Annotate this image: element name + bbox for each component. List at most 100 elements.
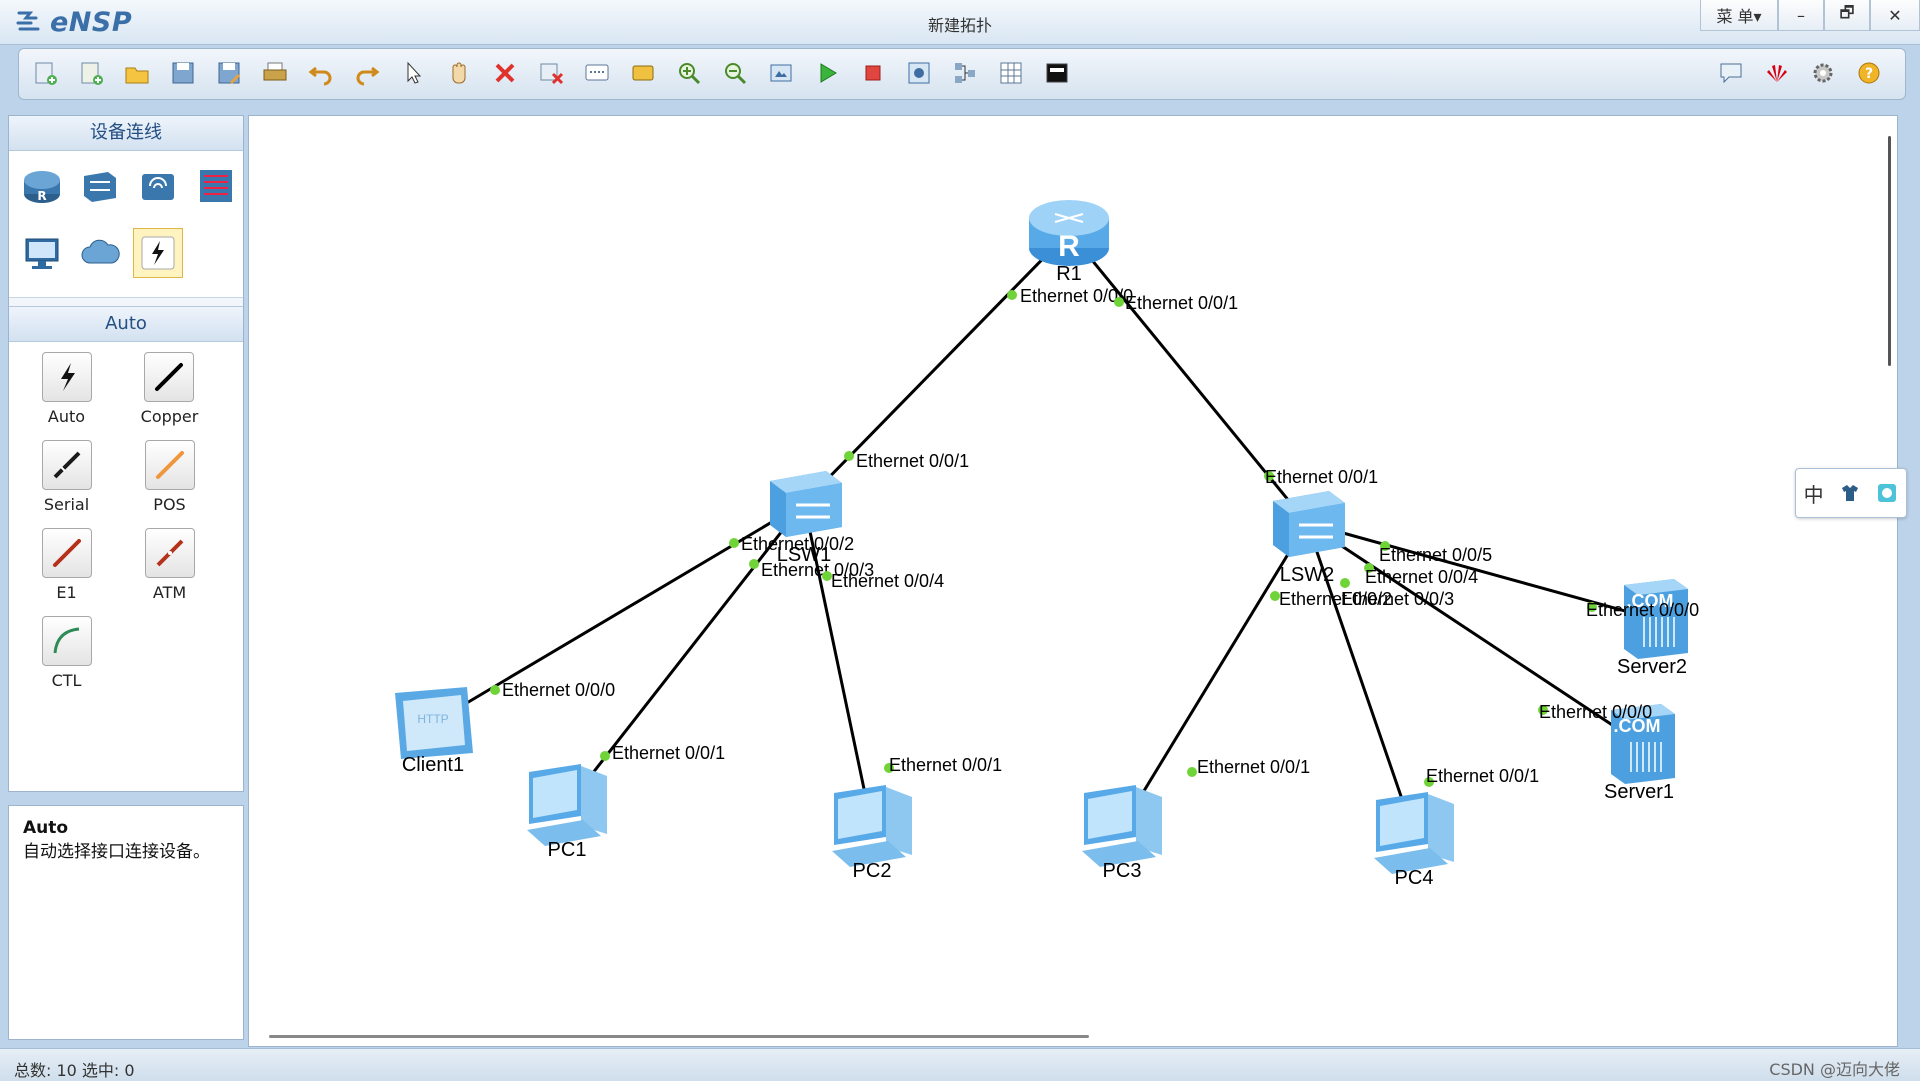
pan-icon[interactable] (441, 55, 477, 91)
port-label: Ethernet 0/0/0 (1020, 286, 1133, 306)
port-status-dot (1380, 541, 1390, 551)
terminal-icon[interactable] (1039, 55, 1075, 91)
port-label: Ethernet 0/0/3 (761, 560, 874, 580)
auto-cable-icon[interactable] (41, 352, 92, 402)
svg-text:R: R (37, 189, 46, 203)
new-example-icon[interactable] (73, 55, 109, 91)
port-status-dot (1424, 777, 1434, 787)
copper-cable-icon[interactable] (144, 352, 195, 402)
server-Server2-icon[interactable]: .COM (1624, 579, 1688, 659)
atm-cable-icon[interactable] (144, 528, 195, 578)
fit-view-icon[interactable] (763, 55, 799, 91)
title-bar: eNSP 新建拓扑 菜 单▾ – 🗗 ✕ (0, 0, 1920, 45)
start-devices-icon[interactable] (809, 55, 845, 91)
main-menu-button[interactable]: 菜 单▾ (1700, 0, 1778, 31)
port-status-dot (490, 685, 500, 695)
close-button[interactable]: ✕ (1870, 0, 1920, 31)
e1-cable-icon[interactable] (41, 528, 92, 578)
cable-ctl[interactable]: CTL (41, 616, 92, 690)
app-name: eNSP (50, 6, 133, 38)
cloud-category-icon[interactable] (75, 228, 125, 278)
port-label: Ethernet 0/0/5 (1379, 545, 1492, 565)
cable-label: E1 (56, 583, 77, 602)
server-Server1-icon[interactable]: .COM (1611, 704, 1675, 784)
open-icon[interactable] (119, 55, 155, 91)
cable-e1[interactable]: E1 (41, 528, 92, 602)
router-R1-icon[interactable]: R (1029, 200, 1109, 266)
cable-atm[interactable]: ATM (144, 528, 195, 602)
router-category-icon[interactable]: R (17, 161, 67, 211)
info-description: 自动选择接口连接设备。 (23, 842, 210, 862)
grid-icon[interactable] (993, 55, 1029, 91)
cable-auto[interactable]: Auto (41, 352, 92, 426)
port-status-dot (749, 559, 759, 569)
settings-icon[interactable] (1805, 55, 1841, 91)
undo-icon[interactable] (303, 55, 339, 91)
ime-settings-icon[interactable] (1876, 482, 1898, 504)
shirt-icon[interactable] (1839, 482, 1861, 504)
new-topology-icon[interactable] (27, 55, 63, 91)
client-Client1-icon[interactable]: HTTP (395, 687, 473, 759)
firewall-category-icon[interactable] (191, 161, 241, 211)
port-label: Ethernet 0/0/4 (831, 571, 944, 591)
pc-PC3-icon[interactable] (1082, 785, 1162, 867)
horizontal-scrollbar[interactable] (269, 1035, 1089, 1038)
capture-icon[interactable] (901, 55, 937, 91)
save-icon[interactable] (165, 55, 201, 91)
port-label: Ethernet 0/0/0 (1586, 600, 1699, 620)
restore-button[interactable]: 🗗 (1824, 0, 1870, 31)
cable-copper[interactable]: Copper (140, 352, 199, 426)
link-LSW2-Server1[interactable] (1306, 521, 1642, 746)
vertical-scrollbar[interactable] (1888, 136, 1891, 366)
cable-label: ATM (152, 583, 187, 602)
redo-icon[interactable] (349, 55, 385, 91)
link-LSW1-PC2[interactable] (802, 502, 874, 828)
terminal-category-icon[interactable] (17, 228, 67, 278)
save-as-icon[interactable] (211, 55, 247, 91)
select-icon[interactable] (395, 55, 431, 91)
port-status-dot (844, 451, 854, 461)
link-LSW2-PC3[interactable] (1120, 522, 1309, 828)
port-label: Ethernet 0/0/4 (1365, 567, 1478, 587)
link-LSW2-PC4[interactable] (1305, 522, 1416, 835)
pos-cable-icon[interactable] (144, 440, 195, 490)
switch-LSW1-icon[interactable] (770, 471, 842, 537)
serial-cable-icon[interactable] (41, 440, 92, 490)
port-label: Ethernet 0/0/0 (1539, 702, 1652, 722)
switch-category-icon[interactable] (75, 161, 125, 211)
switch-LSW2-icon[interactable] (1273, 491, 1345, 557)
ctl-cable-icon[interactable] (41, 616, 92, 666)
help-icon[interactable]: ? (1851, 55, 1887, 91)
connection-category-icon[interactable] (133, 228, 183, 278)
cable-section-title: Auto (9, 306, 243, 342)
delete-icon[interactable] (487, 55, 523, 91)
cable-pos[interactable]: POS (144, 440, 195, 514)
delete-links-icon[interactable] (533, 55, 569, 91)
cable-label: CTL (51, 671, 82, 690)
stop-devices-icon[interactable] (855, 55, 891, 91)
pc-PC2-icon[interactable] (832, 785, 912, 867)
print-icon[interactable] (257, 55, 293, 91)
info-title: Auto (23, 818, 69, 838)
palette-icon[interactable] (625, 55, 661, 91)
topology-view-icon[interactable] (947, 55, 983, 91)
pc-PC1-icon[interactable] (527, 764, 607, 846)
zoom-in-icon[interactable] (671, 55, 707, 91)
cable-serial[interactable]: Serial (41, 440, 92, 514)
zoom-out-icon[interactable] (717, 55, 753, 91)
status-bar: 总数: 10 选中: 0 CSDN @迈向大佬 (0, 1048, 1920, 1081)
link-LSW2-Server2[interactable] (1306, 521, 1655, 621)
wireless-category-icon[interactable] (133, 161, 183, 211)
ime-toolbar[interactable]: 中 (1795, 468, 1907, 518)
huawei-icon[interactable] (1759, 55, 1795, 91)
cable-label: Copper (140, 407, 199, 426)
ime-language[interactable]: 中 (1803, 482, 1824, 507)
minimize-button[interactable]: – (1778, 0, 1824, 31)
chat-icon[interactable] (1713, 55, 1749, 91)
text-note-icon[interactable] (579, 55, 615, 91)
pc-PC4-icon[interactable] (1374, 792, 1454, 874)
port-label: Ethernet 0/0/1 (1265, 467, 1378, 487)
